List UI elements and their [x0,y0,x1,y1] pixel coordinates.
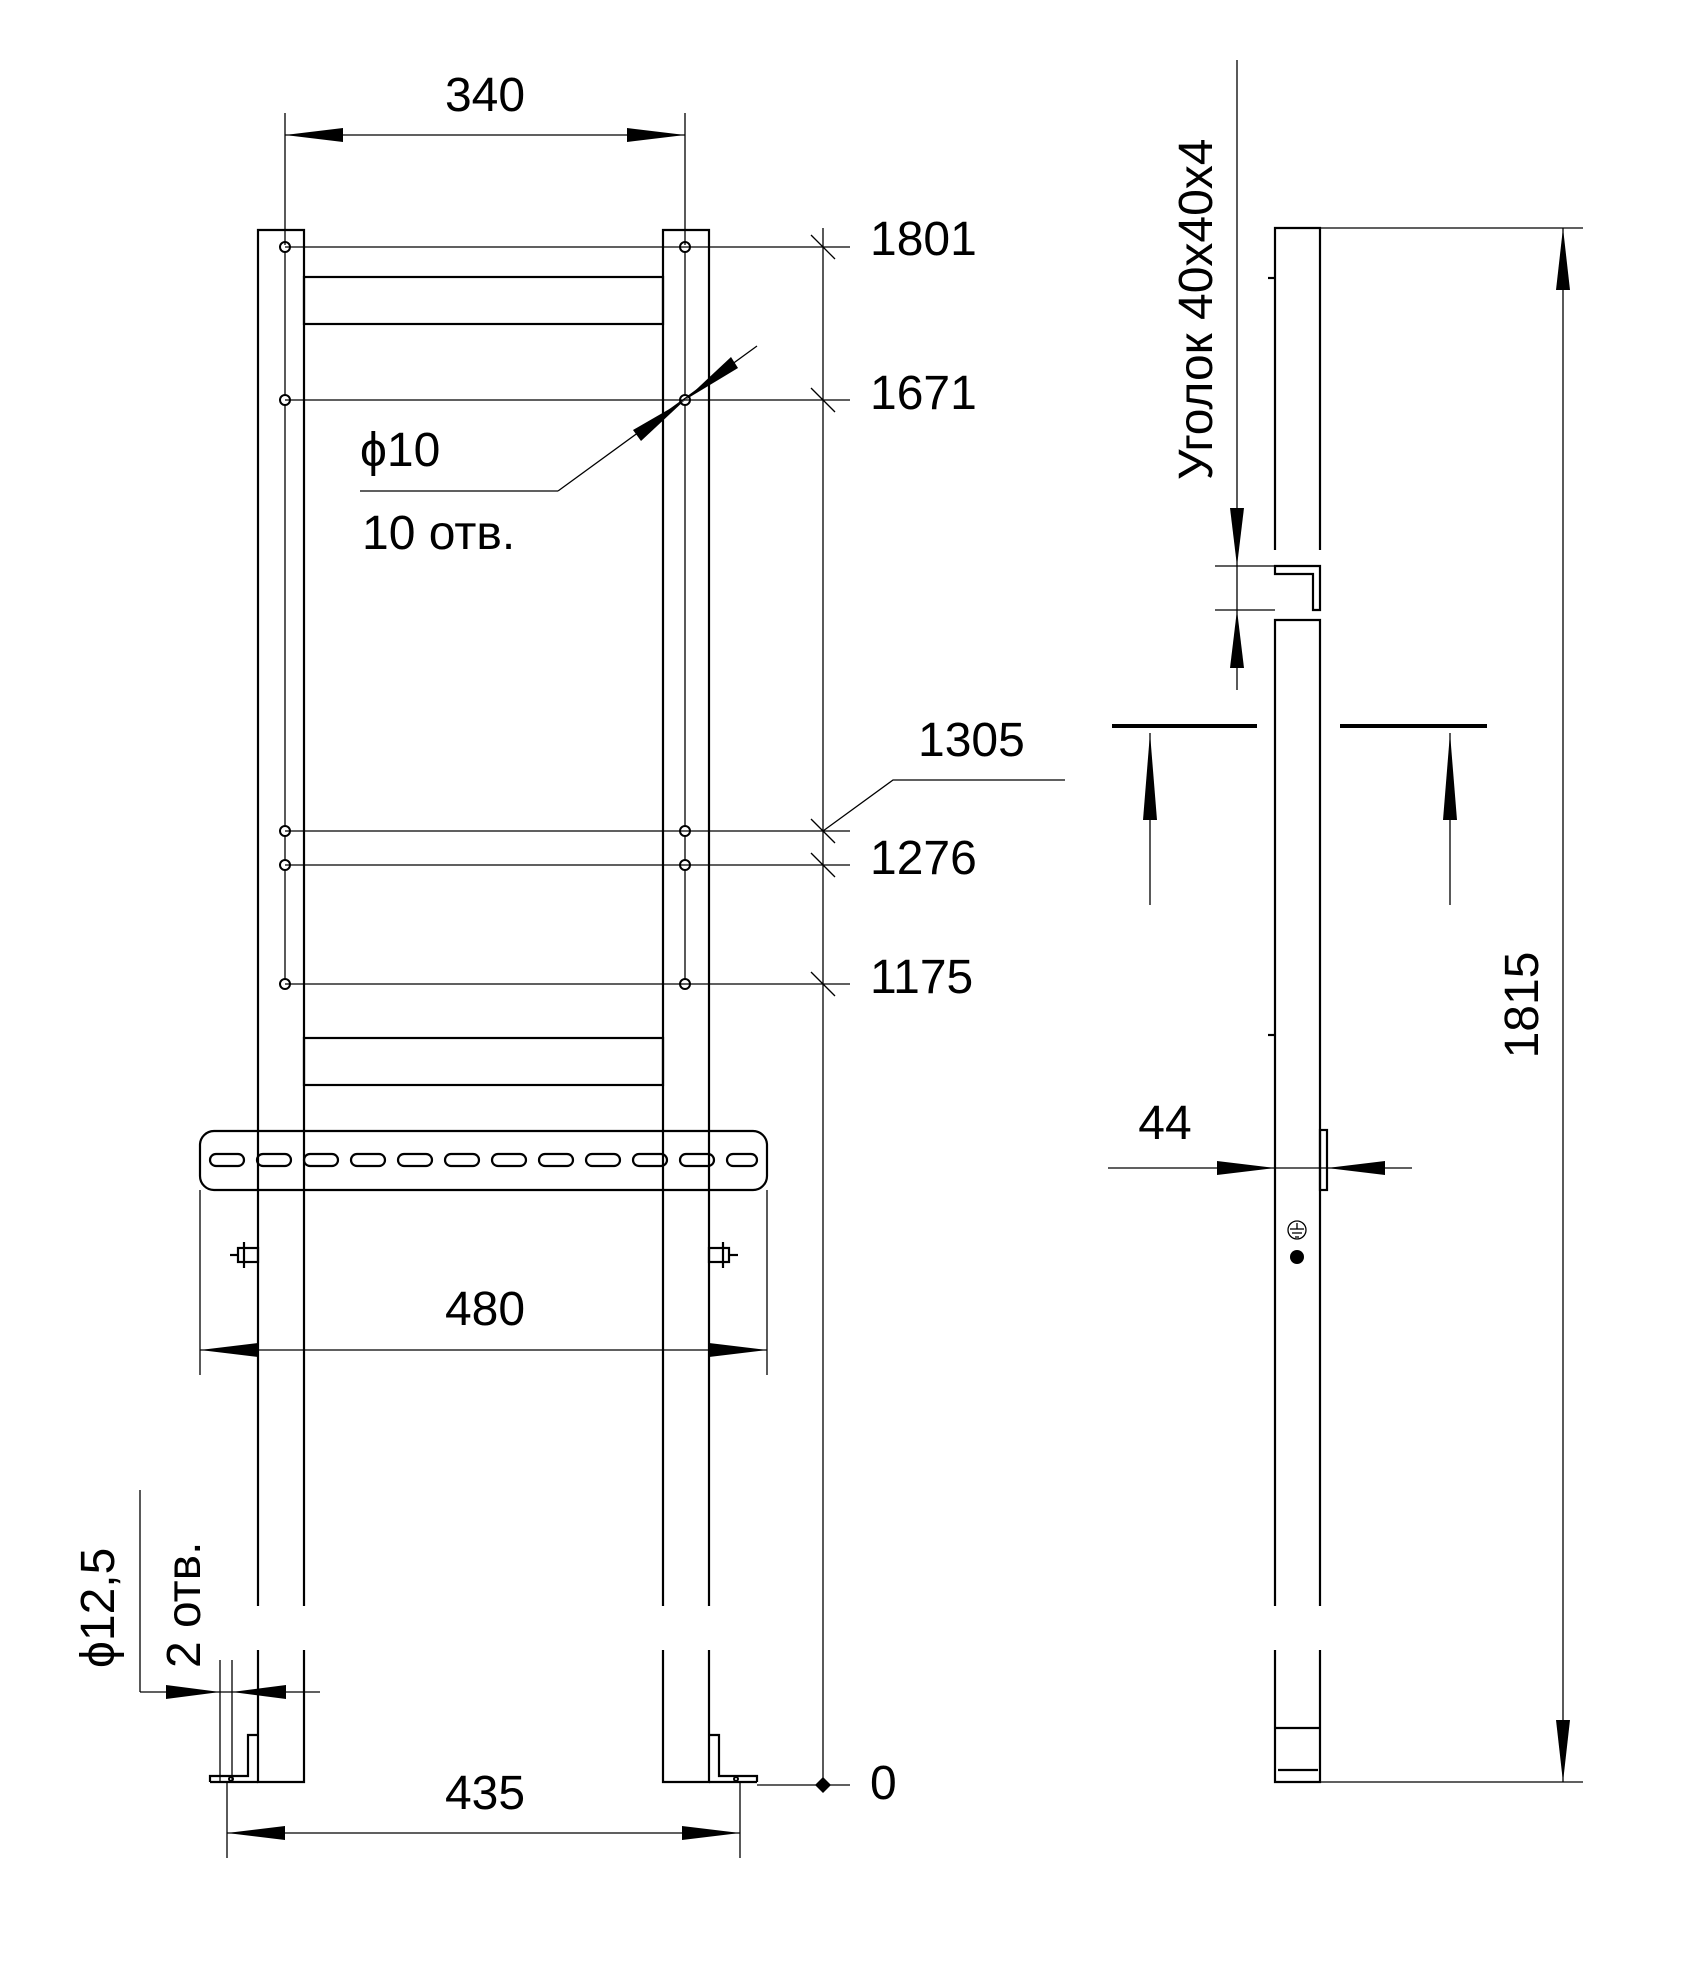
shelf-slot [208,1152,246,1168]
ground-symbol-icon [1287,1220,1307,1240]
dim-44-label: 44 [1138,1097,1191,1150]
angle-profile-section: Уголок 40х40х4 [1170,60,1322,690]
profile-label: Уголок 40х40х4 [1170,139,1223,480]
dim-1815-label: 1815 [1496,952,1549,1059]
shelf-slot [302,1152,340,1168]
side-view: Уголок 40х40х4 44 [1108,60,1583,1784]
right-post-upper [661,228,711,1606]
anchor-hole-diameter-label: ϕ12,5 [72,1548,125,1668]
shelf-bolt-right [707,1242,738,1268]
shelf-bolt-left [230,1242,260,1268]
shelf-slot [490,1152,528,1168]
shelf-slot [678,1152,716,1168]
shelf-slot [631,1152,669,1168]
elev-1276-label: 1276 [870,832,977,885]
dim-340-label: 340 [445,69,525,122]
shelf-plate [198,1129,769,1192]
shelf-slot [725,1152,759,1168]
right-post-lower [661,1650,711,1784]
floor-bracket-right [709,1733,759,1782]
side-post-lower [1273,1650,1322,1784]
shelf-slots [208,1152,759,1168]
side-post-upper [1273,226,1322,550]
dim-435-label: 435 [445,1767,525,1820]
section-mark-left [1112,724,1257,905]
lower-cross-bar [302,1036,665,1087]
anchor-hole-count-label: 2 отв. [158,1542,211,1669]
shelf-slot [537,1152,575,1168]
shelf-slot [584,1152,622,1168]
dim-480-label: 480 [445,1283,525,1336]
side-post-middle [1273,618,1322,1606]
shelf-slot [349,1152,387,1168]
front-view [198,228,769,1784]
elev-1305-label: 1305 [918,714,1025,767]
side-shelf-edge [1318,1128,1329,1192]
elev-1175-label: 1175 [870,951,973,1004]
elev-0-label: 0 [870,1757,897,1810]
elev-1801-label: 1801 [870,213,977,266]
hole-diameter-label: ϕ10 [360,424,440,477]
left-post-lower [256,1650,306,1784]
side-anchor-point [1290,1250,1304,1264]
shelf-slot [443,1152,481,1168]
shelf-slot [396,1152,434,1168]
front-dimensions: 340 1801 1671 1305 1276 1175 0 ϕ10 10 от… [72,69,1065,1858]
shelf-slot [255,1152,293,1168]
top-cross-bar [302,275,665,326]
hole-count-label: 10 отв. [362,507,515,560]
left-post-upper [256,228,306,1606]
mounting-holes [279,241,691,990]
elev-1671-label: 1671 [870,367,977,420]
floor-bracket-left [208,1733,258,1782]
section-mark-right [1340,724,1487,905]
